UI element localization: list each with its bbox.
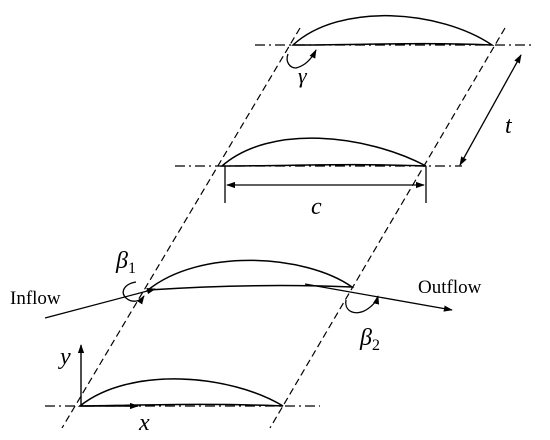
beta2-symbol: β bbox=[359, 325, 372, 351]
inflow-arrow bbox=[44, 288, 156, 319]
blade-top bbox=[291, 15, 495, 46]
pitch-dimension-arrow bbox=[459, 54, 522, 166]
beta1-symbol: β bbox=[115, 248, 128, 274]
chord-label: c bbox=[311, 194, 322, 220]
beta1-subscript: 1 bbox=[128, 260, 136, 277]
beta1-arc bbox=[122, 281, 145, 305]
beta2-arc bbox=[345, 295, 380, 314]
pitch-label: t bbox=[505, 113, 513, 139]
trailing-edge-guide bbox=[269, 27, 506, 429]
y-axis-label: y bbox=[58, 344, 71, 370]
gamma-label: γ bbox=[298, 63, 308, 88]
x-axis-label: x bbox=[138, 410, 150, 436]
gamma-arc bbox=[286, 49, 317, 69]
blade-third bbox=[145, 259, 355, 291]
blade-bottom bbox=[77, 378, 284, 407]
inflow-label: Inflow bbox=[10, 288, 61, 309]
blade-second bbox=[220, 137, 427, 167]
leading-edge-guide bbox=[61, 27, 301, 429]
beta1-label: β1 bbox=[115, 248, 136, 277]
beta2-subscript: 2 bbox=[372, 337, 380, 354]
beta2-label: β2 bbox=[359, 325, 380, 354]
outflow-label: Outflow bbox=[418, 277, 482, 298]
